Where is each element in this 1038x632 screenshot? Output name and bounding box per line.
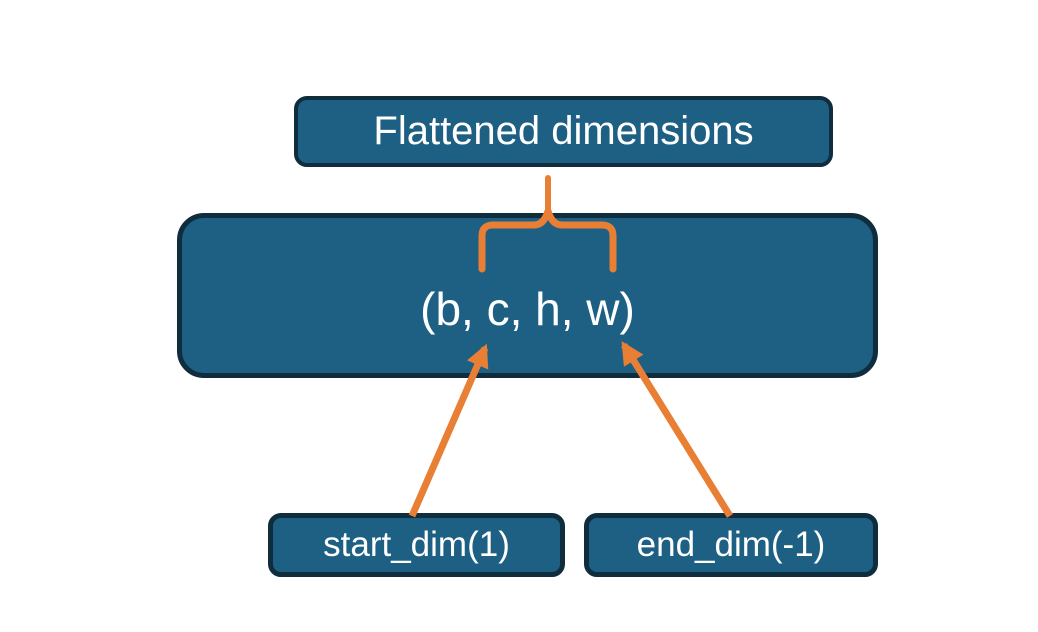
tensor-shape-box: (b, c, h, w)	[177, 213, 878, 378]
start-dim-label: start_dim(1)	[323, 525, 510, 564]
flattened-dimensions-label: Flattened dimensions	[373, 109, 754, 153]
end-dim-label: end_dim(-1)	[636, 525, 826, 564]
start-dim-box: start_dim(1)	[268, 513, 565, 577]
end-dim-box: end_dim(-1)	[584, 513, 878, 577]
tensor-shape-label: (b, c, h, w)	[420, 282, 635, 335]
flattened-dimensions-box: Flattened dimensions	[294, 96, 833, 167]
